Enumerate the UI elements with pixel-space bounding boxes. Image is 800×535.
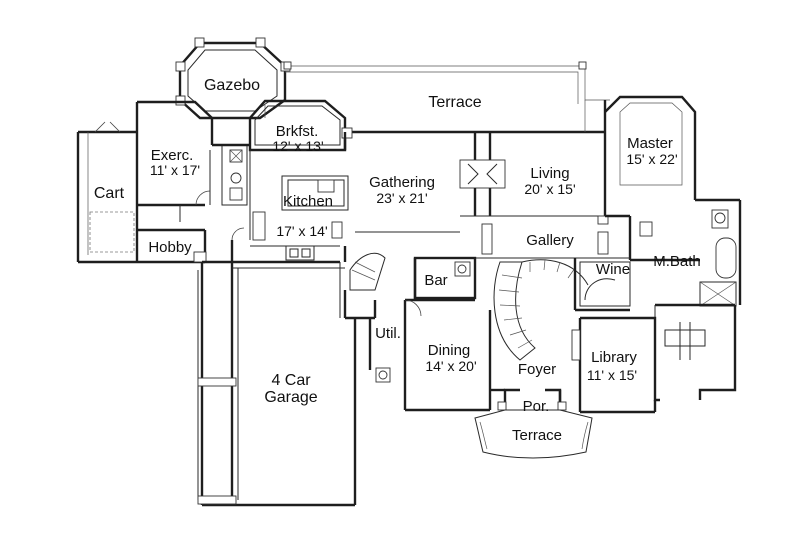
master-walls xyxy=(604,95,740,260)
breakfast-walls xyxy=(248,99,353,152)
kitchen-label: Kitchen xyxy=(283,193,333,210)
front-terrace-outline xyxy=(474,409,593,459)
garage-label-line1: 4 Car xyxy=(271,372,311,389)
garage-label-line2: Garage xyxy=(264,389,317,406)
dining-label: Dining xyxy=(428,342,471,359)
wine-label: Wine xyxy=(596,261,630,278)
brkfst-label: Brkfst. xyxy=(276,123,319,140)
utility-walls xyxy=(368,300,407,410)
wine-walls xyxy=(579,261,631,307)
foyer-walls xyxy=(490,258,630,410)
exerc-size: 11' x 17' xyxy=(150,162,200,178)
gallery-walls xyxy=(460,223,630,259)
rear-stair xyxy=(343,252,386,320)
gallery-label: Gallery xyxy=(526,232,574,249)
bar-walls xyxy=(413,256,477,300)
living-walls xyxy=(460,100,609,225)
master-bath-walls xyxy=(630,200,742,370)
cart-label: Cart xyxy=(94,185,125,202)
living-label: Living xyxy=(530,165,569,182)
mbath-label: M.Bath xyxy=(653,253,701,270)
gathering-label: Gathering xyxy=(369,174,435,191)
library-walls xyxy=(571,316,660,414)
exercise-room-walls xyxy=(135,100,214,222)
room-labels: Gazebo Terrace Brkfst. 12' x 13' Exerc. … xyxy=(94,77,701,444)
util-label: Util. xyxy=(375,325,401,342)
cart-room-walls xyxy=(76,121,137,264)
garage-walls xyxy=(197,260,357,507)
fireplace xyxy=(459,132,506,216)
library-size: 11' x 15' xyxy=(587,367,637,383)
dining-walls xyxy=(404,298,492,412)
hobby-label: Hobby xyxy=(148,239,192,256)
brkfst-size: 12' x 13' xyxy=(272,138,323,154)
spiral-staircase xyxy=(493,259,589,361)
gathering-walls xyxy=(331,132,460,262)
master-size: 15' x 22' xyxy=(626,151,677,167)
dining-size: 14' x 20' xyxy=(425,358,476,374)
rear-terrace-label: Terrace xyxy=(428,94,481,111)
rear-terrace-outline xyxy=(264,61,610,134)
master-closet xyxy=(654,303,737,400)
hobby-room-walls xyxy=(135,205,207,264)
foyer-label: Foyer xyxy=(518,361,556,378)
porch-label: Por. xyxy=(523,398,550,415)
bar-label: Bar xyxy=(424,272,447,289)
powder-room xyxy=(212,143,250,206)
front-terrace-label: Terrace xyxy=(512,427,562,444)
gazebo-walls xyxy=(175,37,291,120)
living-size: 20' x 15' xyxy=(524,181,575,197)
kitchen-walls xyxy=(230,150,349,264)
kitchen-size: 17' x 14' xyxy=(276,223,327,239)
library-label: Library xyxy=(591,349,637,366)
gazebo-label: Gazebo xyxy=(204,77,260,94)
gathering-size: 23' x 21' xyxy=(376,190,427,206)
master-label: Master xyxy=(627,135,673,152)
exerc-label: Exerc. xyxy=(151,147,194,164)
